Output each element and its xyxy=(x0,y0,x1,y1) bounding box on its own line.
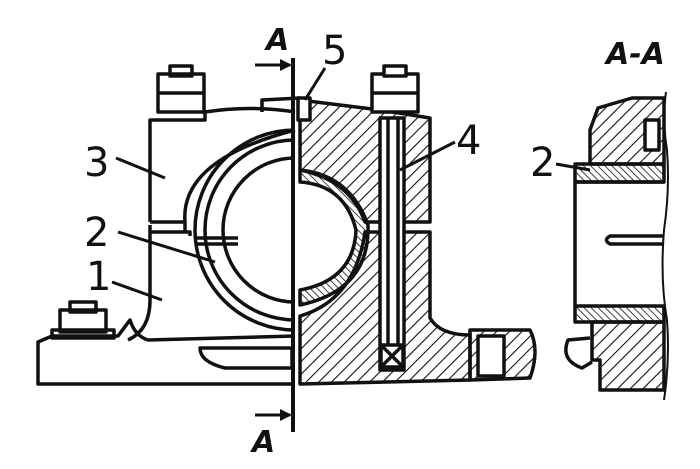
labels: 3 2 1 5 4 A A A-A 2 xyxy=(84,23,665,460)
outer-ring-left xyxy=(193,128,296,332)
aa-housing-section xyxy=(590,320,666,392)
base-washer xyxy=(50,328,116,340)
aa-oil-hole xyxy=(643,118,661,152)
right-cap-bolt-end xyxy=(382,64,408,78)
leader-4 xyxy=(399,140,456,172)
sectioned-half-view xyxy=(260,64,537,386)
aa-oil-groove xyxy=(604,234,664,246)
housing-body-outline xyxy=(127,225,152,342)
bottom-square-nut-cross xyxy=(379,343,405,369)
base-bolt-end xyxy=(68,300,98,314)
exterior-half-view xyxy=(36,64,296,386)
section-arrowhead-bottom xyxy=(280,409,292,421)
section-view-title: A-A xyxy=(604,37,665,72)
left-cap-bolt-end xyxy=(168,64,194,78)
base-groove xyxy=(198,346,294,370)
part-label-1: 1 xyxy=(86,254,111,300)
oil-hole-cap xyxy=(260,96,301,112)
leader-lines xyxy=(111,67,591,302)
cap-step xyxy=(150,128,296,232)
part-label-4: 4 xyxy=(456,118,481,164)
base-nut xyxy=(58,308,108,334)
section-label-bottom: A xyxy=(250,425,275,460)
foot-recess xyxy=(476,334,506,378)
base-plate-outline xyxy=(36,318,296,386)
part-label-5: 5 xyxy=(322,28,347,74)
cap-section xyxy=(298,98,432,224)
cap-outline xyxy=(148,106,296,222)
housing-inner-curve xyxy=(150,230,192,236)
leader-3 xyxy=(115,156,166,180)
aa-top-shell xyxy=(573,162,666,184)
section-line-a xyxy=(255,58,295,432)
oil-hole-plug xyxy=(296,96,312,122)
leader-5 xyxy=(303,67,327,101)
aa-break-line xyxy=(661,91,669,401)
outer-ring-left-inner xyxy=(203,138,296,322)
section-view-part-label-2: 2 xyxy=(530,140,555,186)
bushing-left xyxy=(221,156,296,304)
cap-bolt-bore xyxy=(378,116,406,372)
bearing-shell-section xyxy=(298,168,370,307)
aa-bottom-shell xyxy=(573,304,666,324)
aa-shaft-bore xyxy=(573,180,664,306)
leader-1 xyxy=(111,280,163,302)
section-view-a-a xyxy=(564,91,669,401)
leader-2 xyxy=(117,230,216,264)
part-label-3: 3 xyxy=(84,140,109,186)
section-arrowhead-top xyxy=(280,59,292,71)
part-label-2: 2 xyxy=(84,210,109,256)
section-label-top: A xyxy=(264,23,289,58)
aa-base-groove xyxy=(564,336,593,370)
